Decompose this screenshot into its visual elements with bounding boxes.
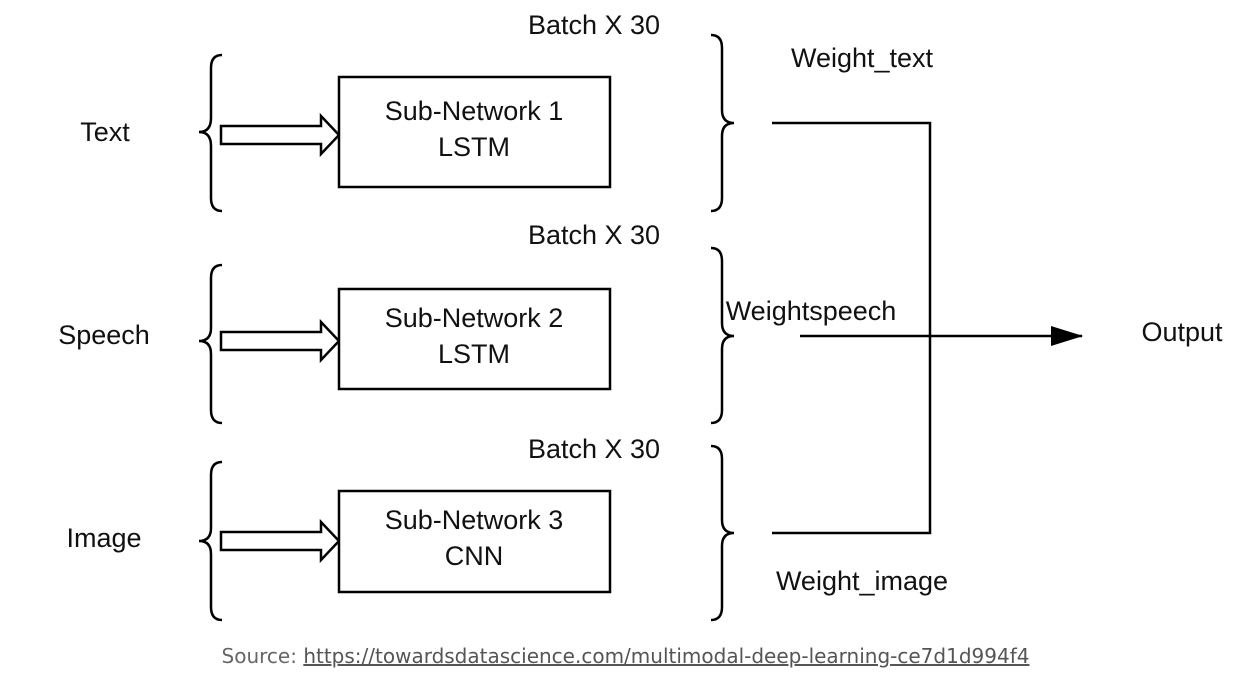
batch-label-2: Batch X 30 bbox=[528, 220, 660, 250]
weight-label-text: Weight_text bbox=[791, 43, 934, 73]
batch-label-1: Batch X 30 bbox=[528, 10, 660, 40]
input-label-speech: Speech bbox=[58, 320, 150, 350]
input-arrow-text bbox=[219, 112, 341, 158]
input-arrow-speech bbox=[219, 318, 341, 364]
subnetwork-1-title: Sub-Network 1 bbox=[385, 96, 564, 126]
weight-label-image: Weight_image bbox=[776, 566, 948, 596]
right-brace-text bbox=[710, 33, 735, 213]
source-link[interactable]: https://towardsdatascience.com/multimoda… bbox=[303, 644, 1030, 668]
subnetwork-2-box bbox=[337, 287, 612, 391]
input-arrow-image bbox=[219, 518, 341, 564]
left-brace-image bbox=[198, 460, 223, 622]
source-caption: Source: https://towardsdatascience.com/m… bbox=[0, 644, 1251, 668]
multimodal-network-diagram: Text Sub-Network 1 LSTM Batch X 30 Weigh… bbox=[58, 10, 1223, 622]
subnetwork-3-title: Sub-Network 3 bbox=[385, 505, 564, 535]
merge-connector bbox=[772, 121, 932, 535]
subnetwork-3-type: CNN bbox=[445, 541, 504, 571]
weight-label-speech: Weightspeech bbox=[726, 296, 897, 326]
subnetwork-2-type: LSTM bbox=[438, 339, 510, 369]
input-label-text: Text bbox=[80, 117, 130, 147]
right-brace-image bbox=[710, 444, 735, 622]
left-brace-text bbox=[198, 53, 223, 213]
batch-label-3: Batch X 30 bbox=[528, 434, 660, 464]
source-prefix: Source: bbox=[221, 644, 297, 668]
subnetwork-1-type: LSTM bbox=[438, 132, 510, 162]
subnetwork-3-box bbox=[337, 489, 612, 594]
right-brace-speech bbox=[710, 246, 735, 425]
input-label-image: Image bbox=[66, 523, 141, 553]
subnetwork-2-title: Sub-Network 2 bbox=[385, 303, 564, 333]
subnetwork-1-box bbox=[337, 75, 612, 189]
left-brace-speech bbox=[198, 263, 223, 425]
output-label: Output bbox=[1141, 317, 1223, 347]
